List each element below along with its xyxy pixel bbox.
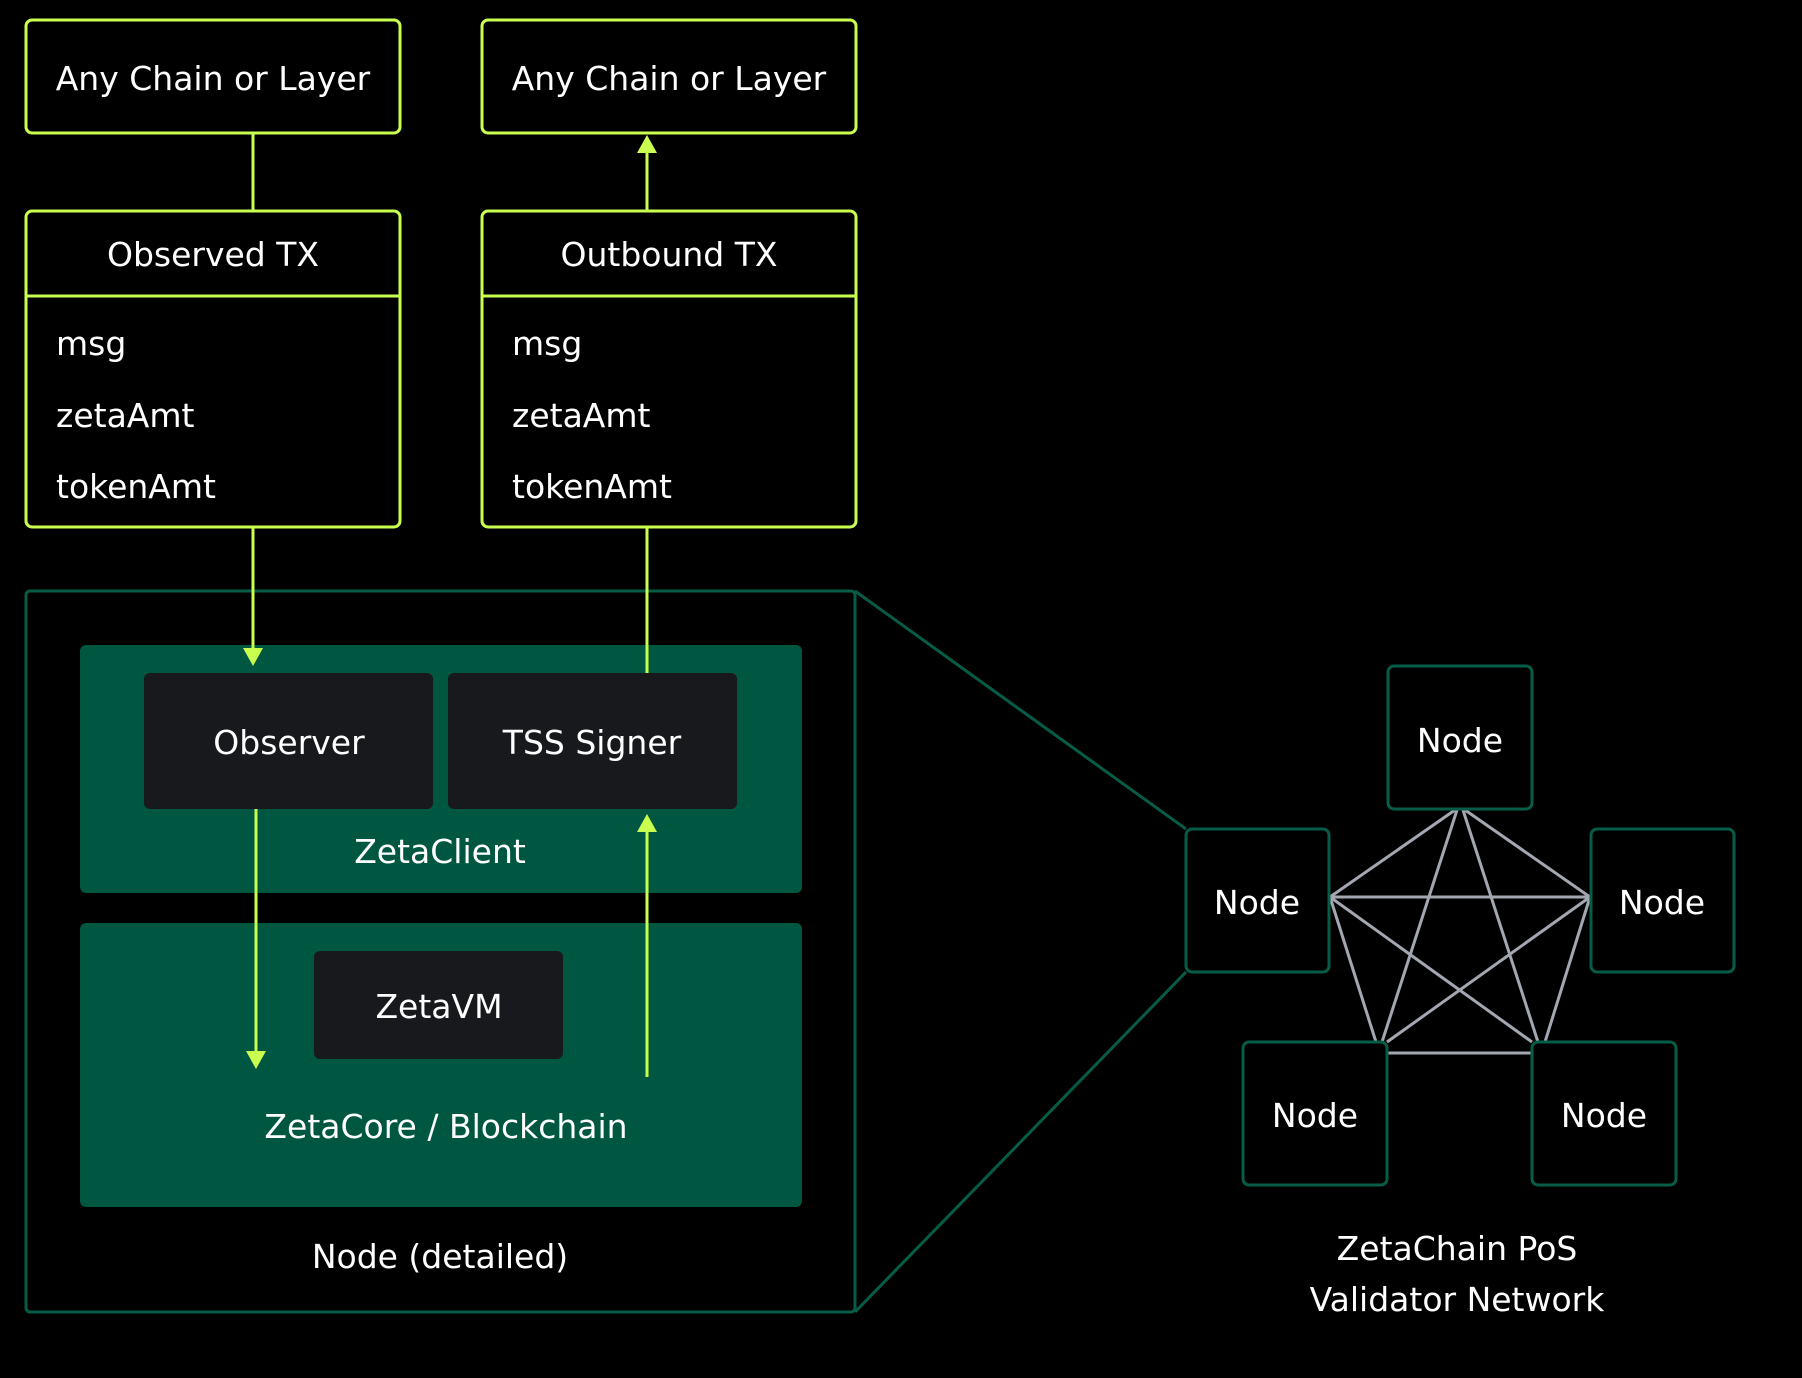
mesh-edge: [1328, 896, 1378, 1043]
node-detailed-frame: [24, 589, 857, 1314]
zetacore-label: ZetaCore / Blockchain: [264, 1107, 627, 1146]
network-node-bottom-right: Node: [1530, 1040, 1678, 1187]
network-node-frame: [1589, 827, 1736, 974]
validator-mesh: [1328, 808, 1592, 1055]
network-node-left: Node: [1184, 827, 1331, 974]
outbound-tx-field: zetaAmt: [512, 396, 651, 435]
observed-tx-field: tokenAmt: [56, 467, 216, 506]
network-node-frame: [1241, 1040, 1389, 1187]
arrow-up-icon: [637, 814, 657, 832]
destination-chain-frame: [480, 18, 858, 135]
network-node-label: Node: [1272, 1096, 1358, 1135]
destination-chain-box: Any Chain or Layer: [480, 18, 858, 135]
destination-chain-label: Any Chain or Layer: [512, 59, 827, 98]
network-node-label: Node: [1619, 883, 1705, 922]
network-node-label: Node: [1214, 883, 1300, 922]
mesh-edge: [1329, 895, 1533, 1044]
zetaclient-panel: Observer TSS Signer ZetaClient: [80, 645, 802, 893]
observer-label: Observer: [213, 723, 365, 762]
outbound-tx-frame: [480, 209, 858, 529]
observed-tx-field: msg: [56, 324, 126, 363]
zetacore-background: [80, 923, 802, 1207]
zoom-projection-line-top: [854, 589, 1187, 831]
node-detailed-caption: Node (detailed): [312, 1237, 568, 1276]
network-node-top: Node: [1386, 664, 1534, 811]
outbound-tx-title: Outbound TX: [561, 235, 778, 274]
zetaclient-label: ZetaClient: [354, 832, 526, 871]
network-node-frame: [1184, 827, 1331, 974]
network-caption-line2: Validator Network: [1310, 1280, 1606, 1319]
network-node-label: Node: [1417, 721, 1503, 760]
mesh-edge: [1461, 809, 1540, 1043]
tss-signer-box: [448, 673, 737, 809]
observer-box: [144, 673, 433, 809]
network-node-bottom-left: Node: [1241, 1040, 1389, 1187]
mesh-edge: [1380, 809, 1459, 1043]
network-node-frame: [1386, 664, 1534, 811]
observed-tx-box: Observed TX msg zetaAmt tokenAmt: [24, 209, 402, 529]
mesh-edge: [1464, 808, 1591, 899]
zoom-projection-line-bottom: [853, 970, 1188, 1314]
source-chain-box: Any Chain or Layer: [24, 18, 402, 135]
network-node-right: Node: [1589, 827, 1736, 974]
network-caption-line1: ZetaChain PoS: [1337, 1229, 1578, 1268]
network-node-label: Node: [1561, 1096, 1647, 1135]
arrow-up-icon: [637, 135, 657, 153]
source-chain-label: Any Chain or Layer: [56, 59, 371, 98]
observed-tx-title: Observed TX: [107, 235, 319, 274]
mesh-edge: [1543, 896, 1592, 1043]
zetacore-panel: ZetaVM ZetaCore / Blockchain: [80, 923, 802, 1207]
source-chain-frame: [24, 18, 402, 135]
mesh-edge: [1329, 808, 1456, 899]
zetavm-box: [314, 951, 563, 1059]
arrow-down-icon: [243, 648, 263, 666]
arrow-down-icon: [246, 1051, 266, 1069]
outbound-tx-field: tokenAmt: [512, 467, 672, 506]
observed-tx-field: zetaAmt: [56, 396, 195, 435]
tss-signer-label: TSS Signer: [502, 723, 682, 762]
observed-tx-frame: [24, 209, 402, 529]
mesh-edge: [1386, 895, 1591, 1044]
outbound-tx-field: msg: [512, 324, 582, 363]
outbound-tx-box: Outbound TX msg zetaAmt tokenAmt: [480, 209, 858, 529]
zetavm-label: ZetaVM: [375, 987, 502, 1026]
network-node-frame: [1530, 1040, 1678, 1187]
